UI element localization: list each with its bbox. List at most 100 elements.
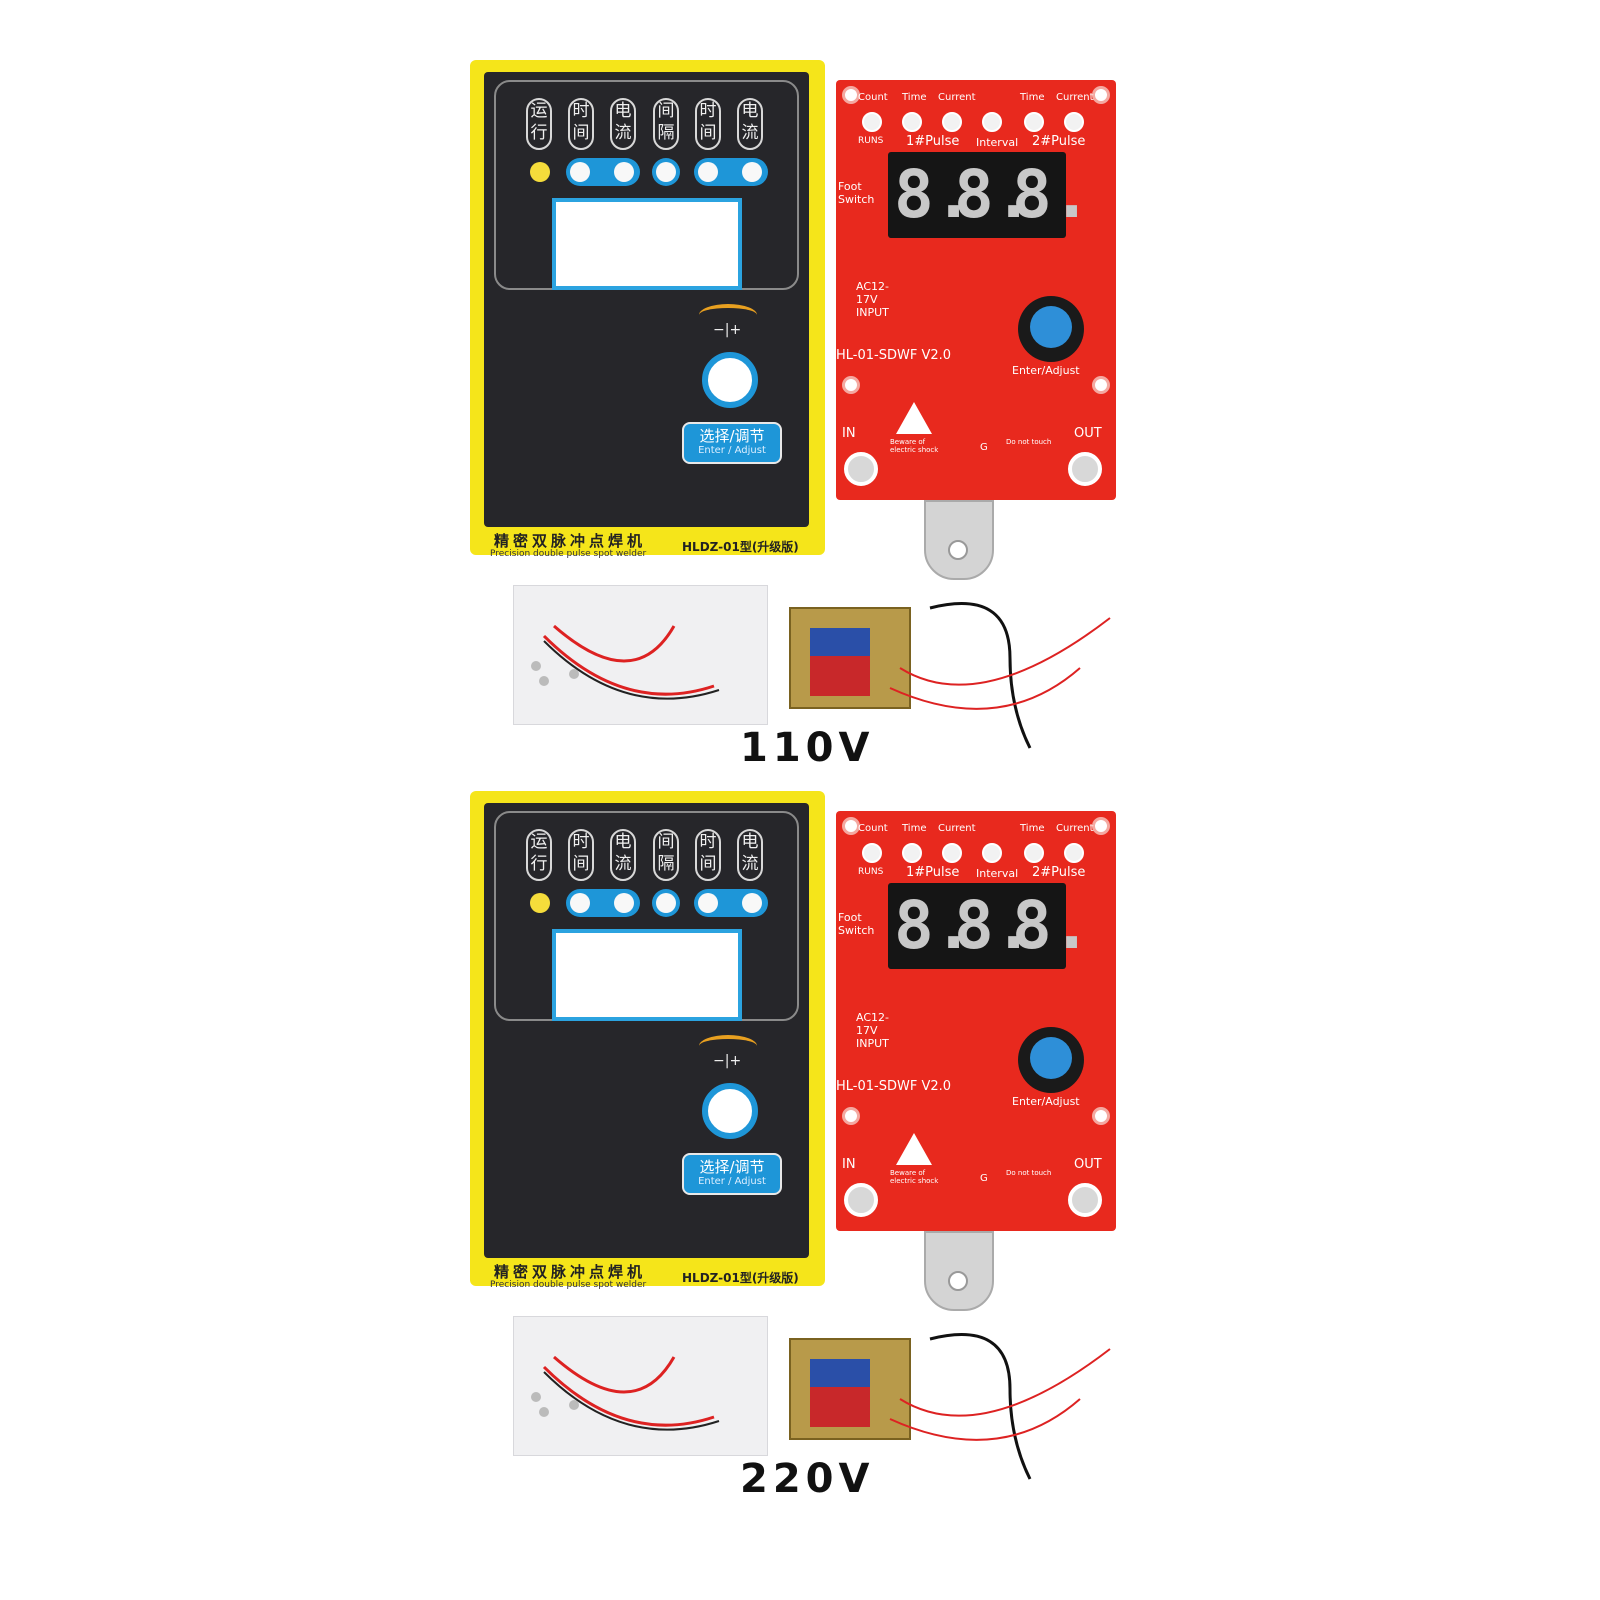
current1-dot [614, 893, 634, 913]
chip-run: 运 行 [526, 98, 552, 150]
led-time-1 [902, 843, 922, 863]
panel-face: 运 行 时 间 电 流 间 隔 时 间 电 流 −|+ [484, 803, 809, 1258]
led-current-2 [1064, 843, 1084, 863]
no-touch-text: Do not touch [1006, 1169, 1052, 1177]
led-label-time-1: Time [902, 92, 927, 103]
display-digit: 8. [1012, 156, 1092, 233]
g-label: G [980, 1173, 988, 1184]
time2-dot [698, 162, 718, 182]
current2-dot [742, 893, 762, 913]
mount-hole [842, 817, 860, 835]
enter-adjust-label: 选择/调节 Enter / Adjust [682, 1153, 782, 1195]
pulse2-label: 2#Pulse [1032, 865, 1086, 880]
display-digit: 8. [954, 887, 1034, 964]
display-digit: 8. [1012, 887, 1092, 964]
chip-time-1: 时 间 [568, 829, 594, 881]
led-count [862, 112, 882, 132]
adjust-symbol: −|+ [713, 1053, 742, 1069]
wires-icon [531, 1355, 720, 1431]
led-interval [982, 112, 1002, 132]
panel-title-en: Precision double pulse spot welder [490, 1280, 647, 1290]
chip-current-1: 电 流 [610, 829, 636, 881]
accessory-bag [513, 585, 768, 725]
transformer-icon [780, 1329, 1111, 1480]
panel-indicator-area: 运 行 时 间 电 流 间 隔 时 间 电 流 [494, 811, 799, 1021]
led-count [862, 843, 882, 863]
product-group-110v: 运 行 时 间 电 流 间 隔 时 间 电 流 −|+ [470, 60, 1116, 771]
panel-model: HLDZ-01型(升级版) [682, 540, 799, 554]
ac-input-label: AC12-17V INPUT [856, 280, 889, 319]
adjust-knob[interactable] [1018, 296, 1084, 362]
led-label-current-1: Current [938, 92, 976, 103]
in-label: IN [842, 1157, 856, 1172]
mount-hole [842, 1107, 860, 1125]
voltage-label: 220V [740, 1456, 875, 1502]
run-indicator-dot [530, 162, 550, 182]
led-label-time-2: Time [1020, 92, 1045, 103]
enter-adjust-pcb-label: Enter/Adjust [1012, 1095, 1080, 1108]
heatsink-tab [924, 500, 994, 580]
panel-title-cn: 精密双脉冲点焊机 [494, 532, 647, 550]
g-label: G [980, 442, 988, 453]
pcb-model-label: HL-01-SDWF V2.0 [836, 348, 952, 363]
mount-hole [1092, 86, 1110, 104]
no-touch-text: Do not touch [1006, 438, 1052, 446]
knob-cutout [702, 1083, 758, 1139]
knob-cap [1030, 306, 1072, 348]
adjust-knob[interactable] [1018, 1027, 1084, 1093]
led-time-2 [1024, 843, 1044, 863]
product-group-220v: 运 行 时 间 电 流 间 隔 时 间 电 流 −|+ [0, 731, 1600, 1531]
run-indicator-dot [530, 893, 550, 913]
led-time-2 [1024, 112, 1044, 132]
pcb-model-label: HL-01-SDWF V2.0 [836, 1079, 952, 1094]
time2-dot [698, 893, 718, 913]
mount-hole [1092, 817, 1110, 835]
runs-label: RUNS [858, 136, 884, 146]
wires-icon [531, 624, 720, 700]
display-digit: 8. [954, 156, 1034, 233]
mount-hole [842, 376, 860, 394]
runs-label: RUNS [858, 867, 884, 877]
control-panel-sticker: 运 行 时 间 电 流 间 隔 时 间 电 流 −|+ [470, 60, 825, 559]
pulse1-label: 1#Pulse [906, 134, 960, 149]
led-label-count: Count [858, 92, 888, 103]
display-window [552, 198, 742, 290]
heatsink-tab [924, 1231, 994, 1311]
ac-input-label: AC12-17V INPUT [856, 1011, 889, 1050]
knob-cap [1030, 1037, 1072, 1079]
warning-icon [896, 402, 932, 434]
knob-cutout [702, 352, 758, 408]
led-current-1 [942, 112, 962, 132]
chip-run: 运 行 [526, 829, 552, 881]
pulse2-label: 2#Pulse [1032, 134, 1086, 149]
interval-label: Interval [976, 136, 1019, 149]
mount-hole [842, 86, 860, 104]
led-label-time-1: Time [902, 823, 927, 834]
panel-title-cn: 精密双脉冲点焊机 [494, 1263, 647, 1281]
led-label-count: Count [858, 823, 888, 834]
rotate-arrow-icon [699, 1035, 757, 1057]
led-current-2 [1064, 112, 1084, 132]
display-digit: 8. [894, 156, 974, 233]
panel-title-en: Precision double pulse spot welder [490, 549, 647, 559]
chip-time-2: 时 间 [695, 829, 721, 881]
in-label: IN [842, 426, 856, 441]
seven-segment-display: 8. 8. 8. [888, 152, 1092, 238]
current2-dot [742, 162, 762, 182]
out-label: OUT [1074, 1157, 1102, 1172]
interval-dot [656, 162, 676, 182]
current1-dot [614, 162, 634, 182]
in-terminal [844, 452, 878, 486]
shock-warning-text: Beware of electric shock [890, 438, 939, 454]
rotate-arrow-icon [699, 304, 757, 326]
voltage-label: 110V [740, 725, 875, 771]
display-digit: 8. [894, 887, 974, 964]
chip-current-2: 电 流 [737, 98, 763, 150]
led-label-current-2: Current [1056, 92, 1094, 103]
mount-hole [1092, 1107, 1110, 1125]
chip-time-1: 时 间 [568, 98, 594, 150]
enter-label-en: Enter / Adjust [698, 1176, 766, 1187]
interval-dot [656, 893, 676, 913]
seven-segment-display: 8. 8. 8. [888, 883, 1092, 969]
adjust-symbol: −|+ [713, 322, 742, 338]
